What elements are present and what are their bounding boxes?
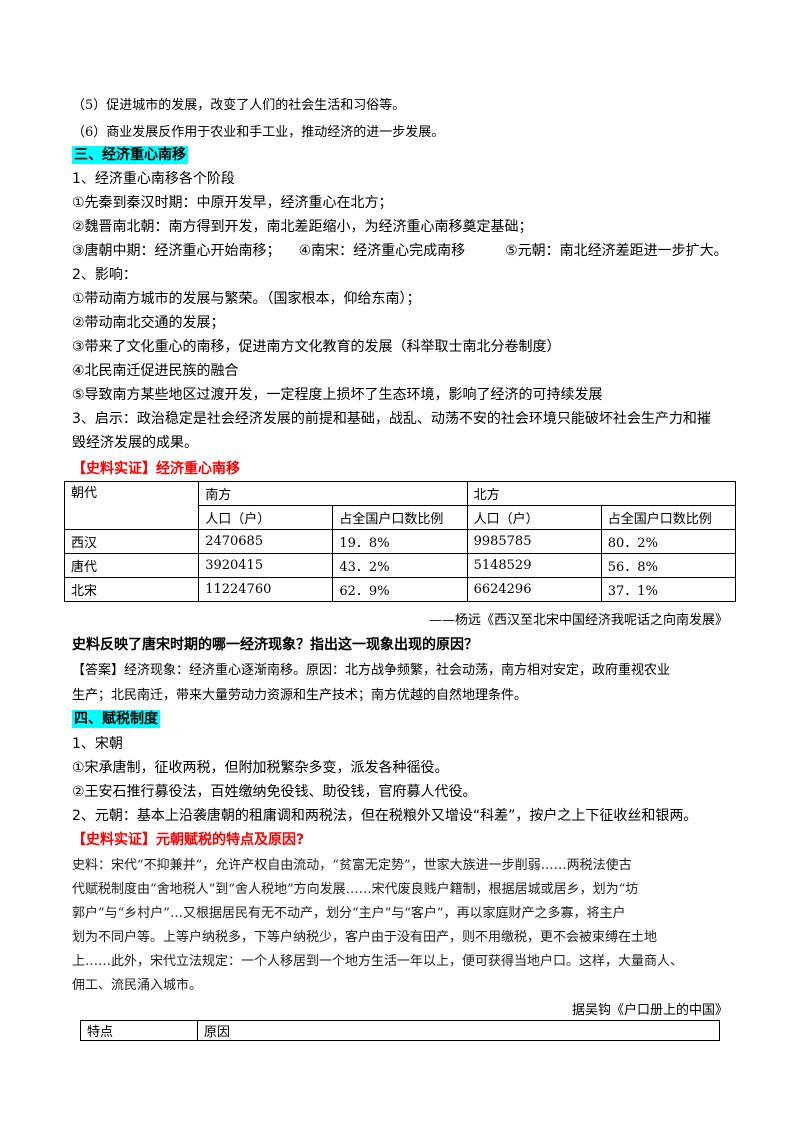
text-line: ②魏晋南北朝：南方得到开发，南北差距缩小，为经济重心南移奠定基础；: [72, 219, 533, 235]
cell-dynasty: 西汉: [63, 529, 200, 554]
evidence-heading: 【史料实证】经济重心南移: [72, 461, 240, 477]
cell-north-ratio: 56．8%: [600, 553, 737, 578]
table-row: 唐代 3920415 43．2% 5148529 56．8%: [63, 553, 737, 578]
passage-source: 据吴钩《户口册上的中国》: [571, 1003, 728, 1018]
passage-line: 划为不同户等。上等户纳税多，下等户纳税少，客户由于没有田产，则不用缴税，更不会被…: [72, 930, 658, 945]
text-line: ①先秦到秦汉时期：中原开发早，经济重心在北方；: [72, 195, 393, 211]
text-line: ②带动南北交通的发展；: [72, 315, 225, 331]
text-line: ①宋承唐制，征收两税，但附加税繁杂多变，派发各种徭役。: [72, 760, 449, 776]
table-row: 北宋 11224760 62．9% 6624296 37．1%: [63, 577, 737, 602]
cell-south-pop: 11224760: [198, 577, 334, 602]
table-row: 西汉 2470685 19．8% 9985785 80．2%: [63, 529, 737, 554]
header-reason: 原因: [197, 1020, 720, 1041]
text-line: ①带动南方城市的发展与繁荣。（国家根本，仰给东南）；: [72, 291, 421, 307]
text-line: 2、影响：: [72, 267, 137, 283]
text-line: 1、宋朝: [72, 736, 123, 752]
text-line: （6）商业发展反作用于农业和手工业，推动经济的进一步发展。: [72, 125, 445, 140]
stage-southern-song: ④南宋：经济重心完成南移: [298, 243, 466, 259]
section-heading-text: 四、赋税制度: [72, 710, 160, 728]
cell-south-ratio: 62．9%: [332, 577, 468, 602]
header-dynasty: 朝代: [63, 481, 200, 530]
table-row: 特点 原因: [80, 1020, 720, 1041]
feature-reason-table: 特点 原因: [80, 1020, 720, 1041]
text-line: 3、启示：政治稳定是社会经济发展的前提和基础，战乱、动荡不安的社会环境只能破坏社…: [72, 411, 711, 427]
evidence-heading: 【史料实证】元朝赋税的特点及原因?: [72, 832, 305, 848]
cell-dynasty: 北宋: [63, 577, 200, 602]
cell-north-pop: 5148529: [466, 553, 602, 578]
section-heading-3: 三、经济重心南移: [72, 144, 188, 164]
header-south-pop: 人口（户）: [198, 505, 334, 530]
population-table: 朝代 南方 北方 人口（户） 占全国户口数比例 人口（户） 占全国户口数比例 西…: [63, 481, 737, 602]
stage-yuan: ⑤元朝：南北经济差距进一步扩大。: [505, 243, 728, 259]
header-feature: 特点: [80, 1020, 198, 1041]
text-line: ⑤导致南方某些地区过渡开发，一定程度上损坏了生态环境，影响了经济的可持续发展: [72, 387, 603, 403]
cell-north-ratio: 80．2%: [600, 529, 737, 554]
answer-line: 【答案】经济现象：经济重心逐渐南移。原因：北方战争频繁，社会动荡，南方相对安定，…: [72, 663, 671, 678]
section-heading-text: 三、经济重心南移: [72, 146, 188, 164]
passage-line: 佣工、流民涌入城市。: [72, 978, 203, 993]
passage-line: 代赋税制度由“舍地税人”到“舍人税地”方向发展……宋代废良贱户籍制，根据居城或居…: [72, 882, 639, 897]
header-south: 南方: [198, 481, 468, 506]
cell-south-pop: 2470685: [198, 529, 334, 554]
text-line-stages: ③唐朝中期：经济重心开始南移； ④南宋：经济重心完成南移 ⑤元朝：南北经济差距进一步…: [72, 240, 728, 260]
cell-south-pop: 3920415: [198, 553, 334, 578]
table-row: 人口（户） 占全国户口数比例 人口（户） 占全国户口数比例: [65, 505, 737, 530]
header-north: 北方: [466, 481, 737, 506]
header-north-pop: 人口（户）: [466, 505, 602, 530]
cell-north-pop: 6624296: [466, 577, 602, 602]
section-heading-4: 四、赋税制度: [72, 708, 160, 728]
question: 史料反映了唐宋时期的哪一经济现象？指出这一现象出现的原因？: [72, 637, 478, 653]
passage-line: 史料：宋代“不抑兼并”，允许产权自由流动，“贫富无定势”，世家大族进一步削弱………: [72, 858, 632, 873]
cell-north-ratio: 37．1%: [600, 577, 737, 602]
cell-south-ratio: 19．8%: [332, 529, 468, 554]
answer-line: 生产；北民南迁，带来大量劳动力资源和生产技术；南方优越的自然地理条件。: [72, 688, 528, 703]
text-line: ②王安石推行募役法，百姓缴纳免役钱、助役钱，官府募人代役。: [72, 784, 477, 800]
table-row: 朝代 南方 北方: [63, 481, 737, 530]
stage-tang: ③唐朝中期：经济重心开始南移；: [72, 243, 281, 259]
table-source: ——杨远《西汉至北宋中国经济我呢话之向南发展》: [428, 613, 728, 628]
text-line: ④北民南迁促进民族的融合: [72, 363, 239, 379]
text-line: ③带来了文化重心的南移，促进南方文化教育的发展（科举取士南北分卷制度）: [72, 339, 561, 355]
cell-south-ratio: 43．2%: [332, 553, 468, 578]
header-north-ratio: 占全国户口数比例: [600, 505, 737, 530]
header-south-ratio: 占全国户口数比例: [332, 505, 468, 530]
text-line: 毁经济发展的成果。: [72, 435, 198, 451]
passage-line: 上……此外，宋代立法规定：一个人移居到一个地方生活一年以上，便可获得当地户口。这…: [72, 954, 684, 969]
cell-north-pop: 9985785: [466, 529, 602, 554]
text-line: 2、元朝：基本上沿袭唐朝的租庸调和两税法，但在税粮外又增设“科差”，按户之上下征…: [72, 808, 698, 824]
passage-line: 郭户”与“乡村户”…又根据居民有无不动产，划分“主户”与“客户”，再以家庭财产之…: [72, 906, 626, 921]
cell-dynasty: 唐代: [63, 553, 200, 578]
text-line: （5）促进城市的发展，改变了人们的社会生活和习俗等。: [72, 98, 406, 113]
text-line: 1、经济重心南移各个阶段: [72, 171, 235, 187]
